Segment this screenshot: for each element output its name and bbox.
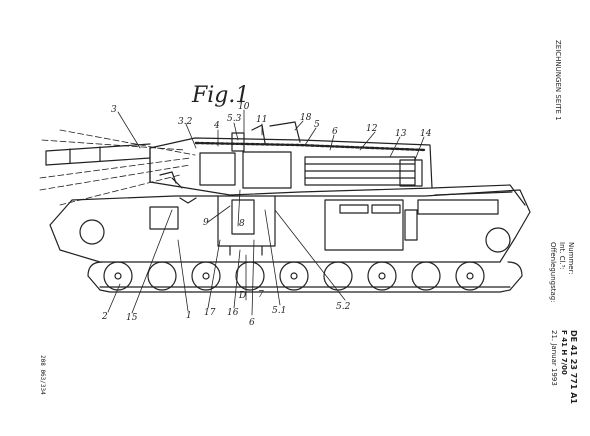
callout-5: 5 [314,120,320,130]
callout-11: 11 [256,115,267,125]
offenlegung-label: Offenlegungstag: [549,242,557,303]
callout-6-lower: 6 [249,318,255,328]
callout-8: 8 [239,219,245,229]
callout-5-1: 5.1 [272,306,286,316]
callout-9: 9 [203,218,209,228]
offenlegung-value: 21. Januar 1993 [550,330,558,386]
callout-D: D [238,291,246,301]
callout-6: 6 [332,127,338,137]
callout-14: 14 [420,129,432,139]
callout-3-2: 3.2 [178,117,193,127]
int-cl-label: Int. Cl.⁵: [558,242,566,270]
hull [49,184,531,263]
callout-16: 16 [227,308,239,318]
nummer-value: DE 41 23 771 A1 [569,330,578,404]
callout-2: 2 [101,312,108,322]
turret [149,121,433,196]
callout-5-3: 5.3 [227,114,242,124]
leader-lines [107,109,425,316]
callout-5-2: 5.2 [336,302,351,312]
footer-code: 208 063/334 [39,355,46,395]
int-cl-value: F 41 H 7/00 [560,330,568,375]
callout-15: 15 [126,313,138,323]
callout-3: 3 [111,105,117,115]
callout-4: 4 [213,121,220,131]
callout-7: 7 [258,290,264,300]
callout-10: 10 [238,102,250,112]
callout-17: 17 [204,308,216,318]
callout-13: 13 [395,129,407,139]
nummer-label: Nummer: [567,242,575,275]
callout-18: 18 [300,113,312,123]
tank-drawing [39,109,531,316]
callout-1: 1 [186,311,192,321]
page-header: ZEICHNUNGEN SEITE 1 [554,40,562,121]
figure-label: Fig.1 [191,83,249,108]
gun-barrel [45,143,151,166]
elevation-lines [39,129,196,206]
callout-12: 12 [366,124,378,134]
running-gear [79,219,523,293]
callouts: 3 3.2 4 5.3 10 11 18 5 6 12 13 14 9 8 D … [101,102,432,328]
